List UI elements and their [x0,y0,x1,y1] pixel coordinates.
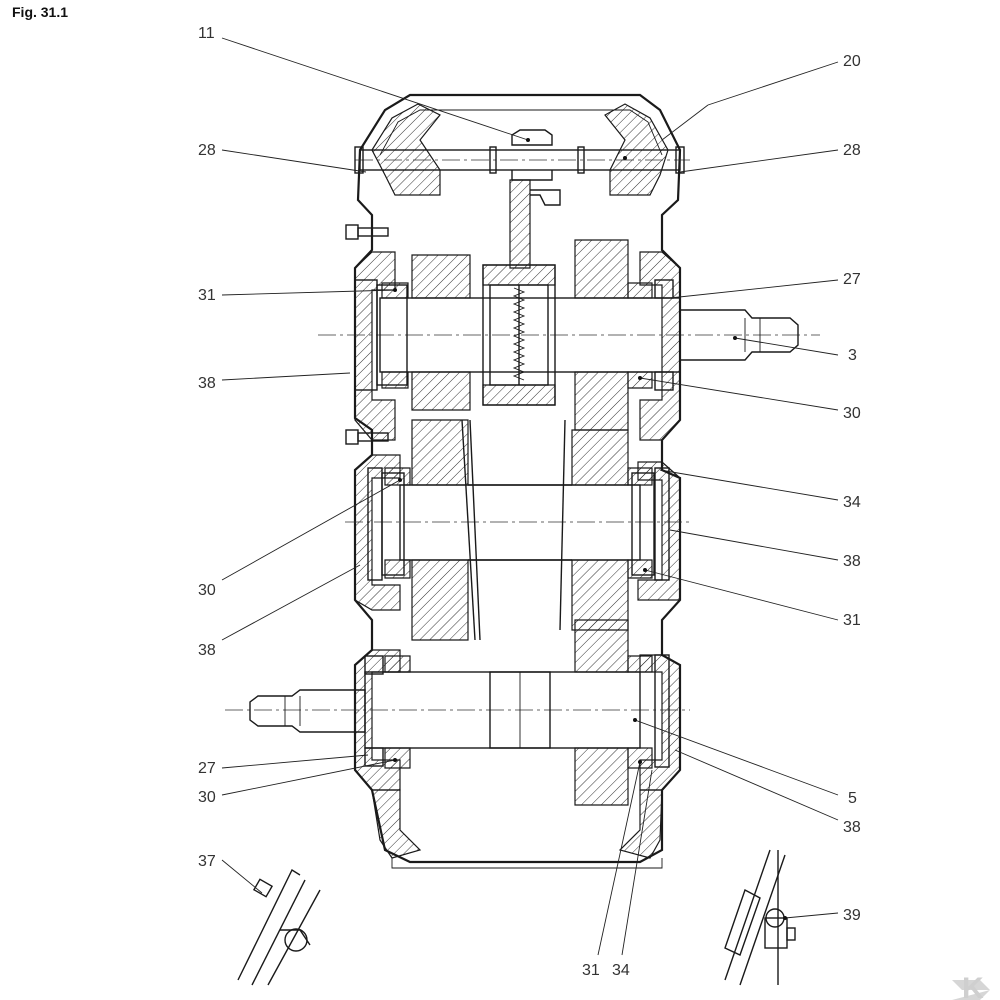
callout-28-left: 28 [198,142,216,159]
callout-11: 11 [198,25,215,42]
detail-view-39 [724,849,796,986]
callout-38-right-low: 38 [843,819,861,836]
detail-view-37 [237,868,321,986]
callout-31-left-top: 31 [198,287,216,304]
callout-38-left-top: 38 [198,375,216,392]
leader-lines [221,37,839,956]
figure-title: Fig. 31.1 [12,4,69,20]
brand-logo: K [952,972,990,1000]
housing [345,93,682,869]
output-shaft [225,619,690,806]
callout-39: 39 [843,907,861,924]
callout-30-left-mid: 30 [198,582,216,599]
callout-5: 5 [848,790,857,807]
callout-38-left-mid: 38 [198,642,216,659]
callout-28-right: 28 [843,142,861,159]
callout-31-bottom: 31 [582,962,600,979]
counter-shaft [345,419,690,641]
callout-27-right: 27 [843,271,861,288]
callout-20: 20 [843,53,861,70]
leader-dots [393,138,787,920]
logo-text: K [962,972,984,1000]
callout-37: 37 [198,853,216,870]
selector-shaft [354,129,690,269]
callout-27-left: 27 [198,760,216,777]
callout-30-left-low: 30 [198,789,216,806]
callout-31-right-mid: 31 [843,612,861,629]
callout-30-right: 30 [843,405,861,422]
callout-34-bottom: 34 [612,962,630,979]
callout-3: 3 [848,347,857,364]
callout-34-right: 34 [843,494,861,511]
callout-38-right-mid: 38 [843,553,861,570]
callout-labels: 11 20 28 28 31 27 3 38 30 34 38 30 31 38… [198,25,861,979]
input-shaft [318,239,820,431]
